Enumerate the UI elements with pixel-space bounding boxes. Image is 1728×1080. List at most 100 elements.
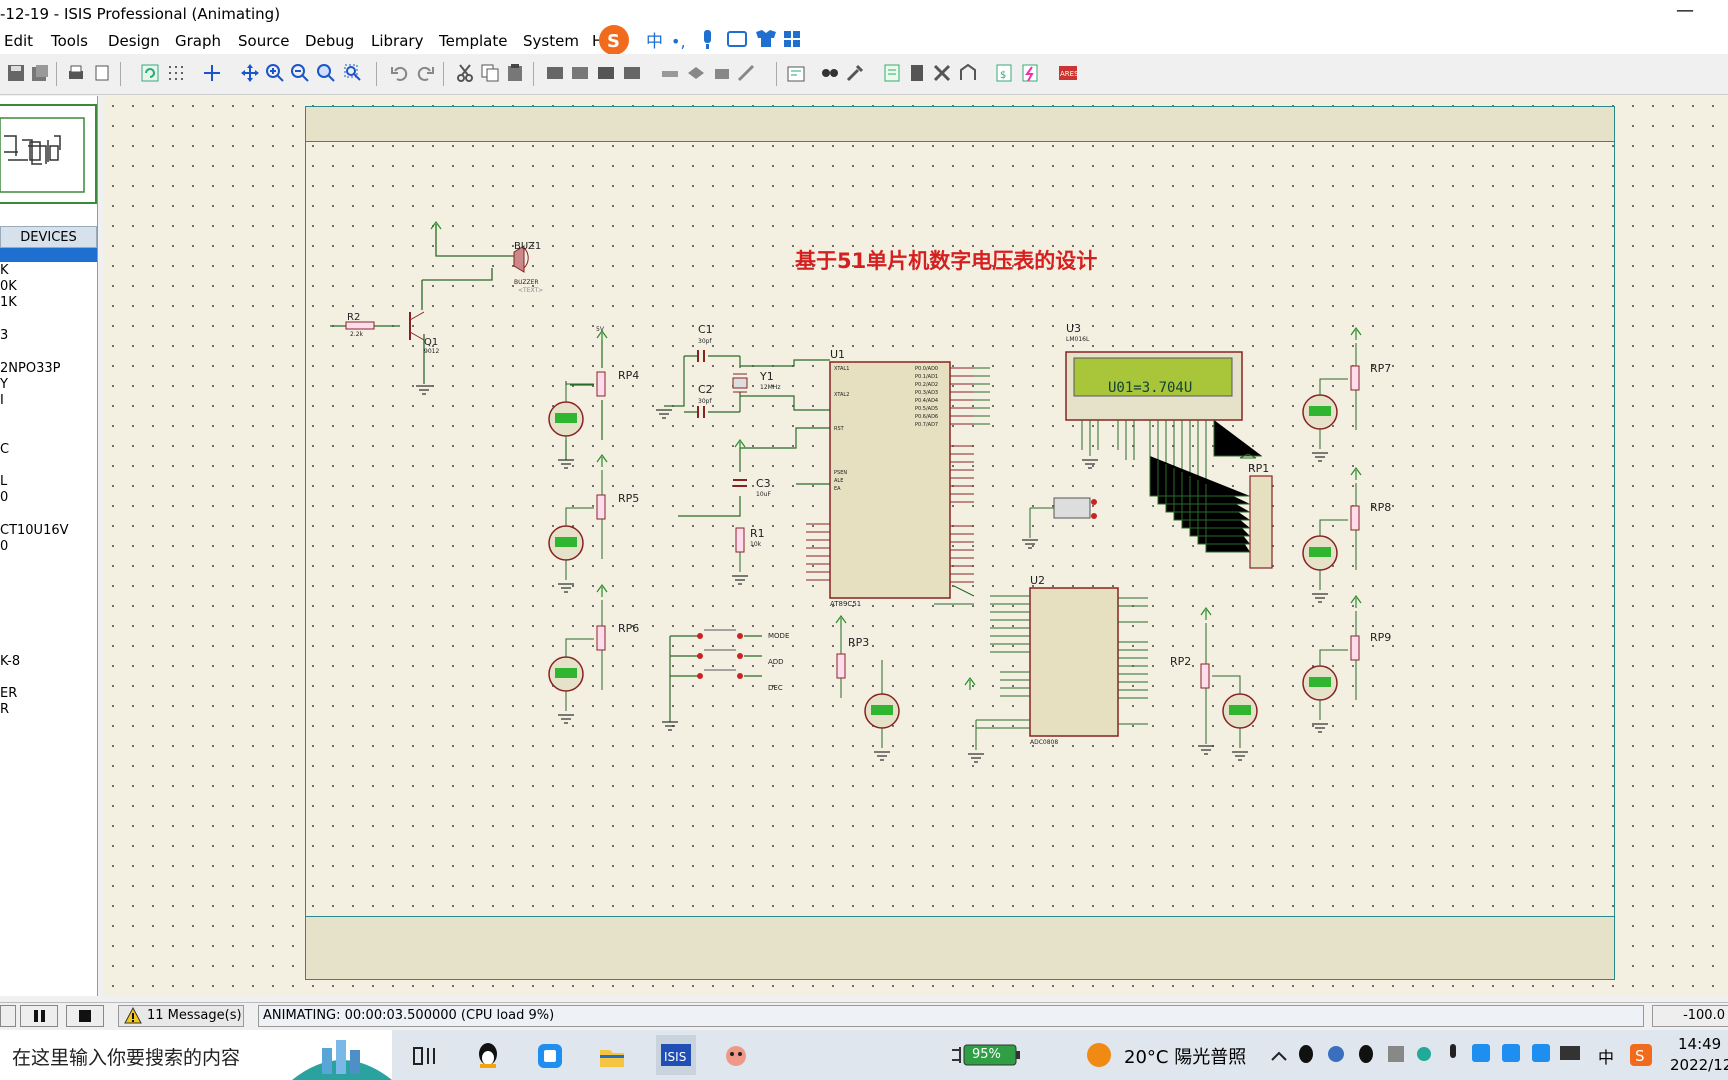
- device-selected-row[interactable]: [0, 248, 97, 262]
- ime-mode-indicator[interactable]: 中: [1598, 1048, 1615, 1067]
- device-item[interactable]: K-8: [0, 654, 21, 669]
- main-toolbar: $ ARES: [0, 54, 1728, 95]
- taskbar: 在这里输入你要搜索的内容 ISIS 95% 20°C 陽光普照 中 S 14:4…: [0, 1030, 1728, 1080]
- menu-system[interactable]: System: [523, 32, 579, 50]
- block-delete-icon[interactable]: [622, 63, 642, 83]
- search-tag-icon[interactable]: [820, 63, 840, 83]
- property-tool-icon[interactable]: [845, 63, 865, 83]
- sogou-tray-icon[interactable]: S: [1628, 1042, 1654, 1068]
- device-item[interactable]: 0K: [0, 279, 17, 294]
- save-icon[interactable]: [6, 63, 26, 83]
- origin-icon[interactable]: [202, 63, 222, 83]
- ime-icons: S 中 •,: [599, 25, 800, 55]
- cut-icon[interactable]: [455, 63, 475, 83]
- decompose-icon[interactable]: [736, 63, 756, 83]
- step-button[interactable]: [0, 1005, 16, 1027]
- zoom-all-icon[interactable]: [316, 63, 336, 83]
- device-item[interactable]: ER: [0, 686, 18, 701]
- device-item[interactable]: CT10U16V: [0, 523, 69, 538]
- device-item[interactable]: R: [0, 702, 10, 717]
- new-sheet-icon[interactable]: [882, 63, 902, 83]
- electrical-rule-check-icon[interactable]: [1020, 63, 1040, 83]
- menu-design[interactable]: Design: [108, 32, 160, 50]
- wire-autoroute-icon[interactable]: [786, 63, 806, 83]
- weather-widget[interactable]: 20°C 陽光普照: [1086, 1042, 1266, 1068]
- svg-text:ISIS: ISIS: [664, 1050, 686, 1064]
- battery-indicator[interactable]: 95%: [950, 1042, 1022, 1068]
- minimize-button[interactable]: —: [1676, 0, 1694, 21]
- device-item[interactable]: Y: [0, 377, 8, 392]
- device-item[interactable]: 3: [0, 328, 9, 343]
- device-item[interactable]: 1K: [0, 295, 17, 310]
- grid-icon[interactable]: [166, 63, 186, 83]
- file-explorer-icon[interactable]: [596, 1040, 628, 1072]
- menu-library[interactable]: Library: [371, 32, 424, 50]
- stop-icon: [79, 1010, 91, 1022]
- goto-sheet-icon[interactable]: [958, 63, 978, 83]
- undo-icon[interactable]: [390, 63, 410, 83]
- device-item[interactable]: C: [0, 442, 10, 457]
- area-icon[interactable]: [92, 63, 112, 83]
- device-item[interactable]: 0: [0, 490, 9, 505]
- copy-icon[interactable]: [480, 63, 500, 83]
- remove-sheet-icon[interactable]: [907, 63, 927, 83]
- menu-debug[interactable]: Debug: [305, 32, 355, 50]
- menu-template[interactable]: Template: [439, 32, 508, 50]
- print-icon[interactable]: [66, 63, 86, 83]
- device-item[interactable]: L: [0, 474, 8, 489]
- city-search-illustration-icon: [292, 1040, 392, 1080]
- device-item[interactable]: 0: [0, 539, 9, 554]
- device-item[interactable]: 2NPO33P: [0, 361, 61, 376]
- messages-indicator[interactable]: 11 Message(s): [118, 1005, 244, 1027]
- system-tray-icons[interactable]: [1264, 1030, 1594, 1080]
- search-placeholder: 在这里输入你要搜索的内容: [12, 1047, 241, 1069]
- pan-icon[interactable]: [240, 63, 260, 83]
- animation-status-text: ANIMATING: 00:00:03.500000 (CPU load 9%): [263, 1008, 555, 1023]
- menu-help[interactable]: H: [592, 32, 604, 50]
- zoom-out-icon[interactable]: [290, 63, 310, 83]
- overview-window[interactable]: [0, 104, 97, 204]
- clock-date: 2022/12: [1670, 1056, 1728, 1074]
- coordinate-text: -100.0: [1683, 1008, 1725, 1023]
- zoom-area-icon[interactable]: [343, 63, 363, 83]
- stop-button[interactable]: [66, 1005, 104, 1027]
- schematic-canvas[interactable]: [103, 96, 1728, 996]
- window-title: -12-19 - ISIS Professional (Animating): [0, 5, 281, 23]
- menu-edit[interactable]: Edit: [4, 32, 34, 50]
- bill-of-materials-icon[interactable]: $: [994, 63, 1014, 83]
- device-item[interactable]: K: [0, 263, 9, 278]
- isis-app-icon[interactable]: ISIS: [656, 1035, 696, 1075]
- menu-tools[interactable]: Tools: [51, 32, 88, 50]
- clock[interactable]: 14:49 2022/12: [1662, 1032, 1728, 1078]
- redo-icon[interactable]: [415, 63, 435, 83]
- device-item[interactable]: I: [0, 393, 4, 408]
- redraw-icon[interactable]: [140, 63, 160, 83]
- toolbar-separator: [56, 62, 57, 86]
- toolbar-separator: [120, 62, 121, 86]
- taskbar-search[interactable]: 在这里输入你要搜索的内容: [0, 1030, 392, 1080]
- pet-app-icon[interactable]: [720, 1040, 752, 1072]
- task-view-icon[interactable]: [408, 1040, 440, 1072]
- svg-text:ARES: ARES: [1060, 70, 1078, 78]
- sun-icon: [1087, 1043, 1111, 1067]
- block-rotate-icon[interactable]: [596, 63, 616, 83]
- ime-chinese-mode-icon: 中: [646, 32, 663, 52]
- packaging-icon[interactable]: [712, 63, 732, 83]
- pause-button[interactable]: [20, 1005, 58, 1027]
- paste-icon[interactable]: [505, 63, 525, 83]
- qq-app-icon[interactable]: [472, 1040, 504, 1072]
- pick-device-icon[interactable]: [660, 63, 680, 83]
- store-app-icon[interactable]: [534, 1040, 566, 1072]
- block-copy-icon[interactable]: [545, 63, 565, 83]
- exit-parent-icon[interactable]: [932, 63, 952, 83]
- make-device-icon[interactable]: [686, 63, 706, 83]
- zoom-in-icon[interactable]: [265, 63, 285, 83]
- import-icon[interactable]: [30, 63, 50, 83]
- ares-icon[interactable]: ARES: [1058, 63, 1078, 83]
- menu-graph[interactable]: Graph: [175, 32, 222, 50]
- block-move-icon[interactable]: [570, 63, 590, 83]
- warning-icon: [124, 1006, 142, 1024]
- ime-toolbar[interactable]: S 中 •,: [596, 24, 816, 56]
- animation-status: ANIMATING: 00:00:03.500000 (CPU load 9%): [258, 1005, 1644, 1027]
- menu-source[interactable]: Source: [238, 32, 290, 50]
